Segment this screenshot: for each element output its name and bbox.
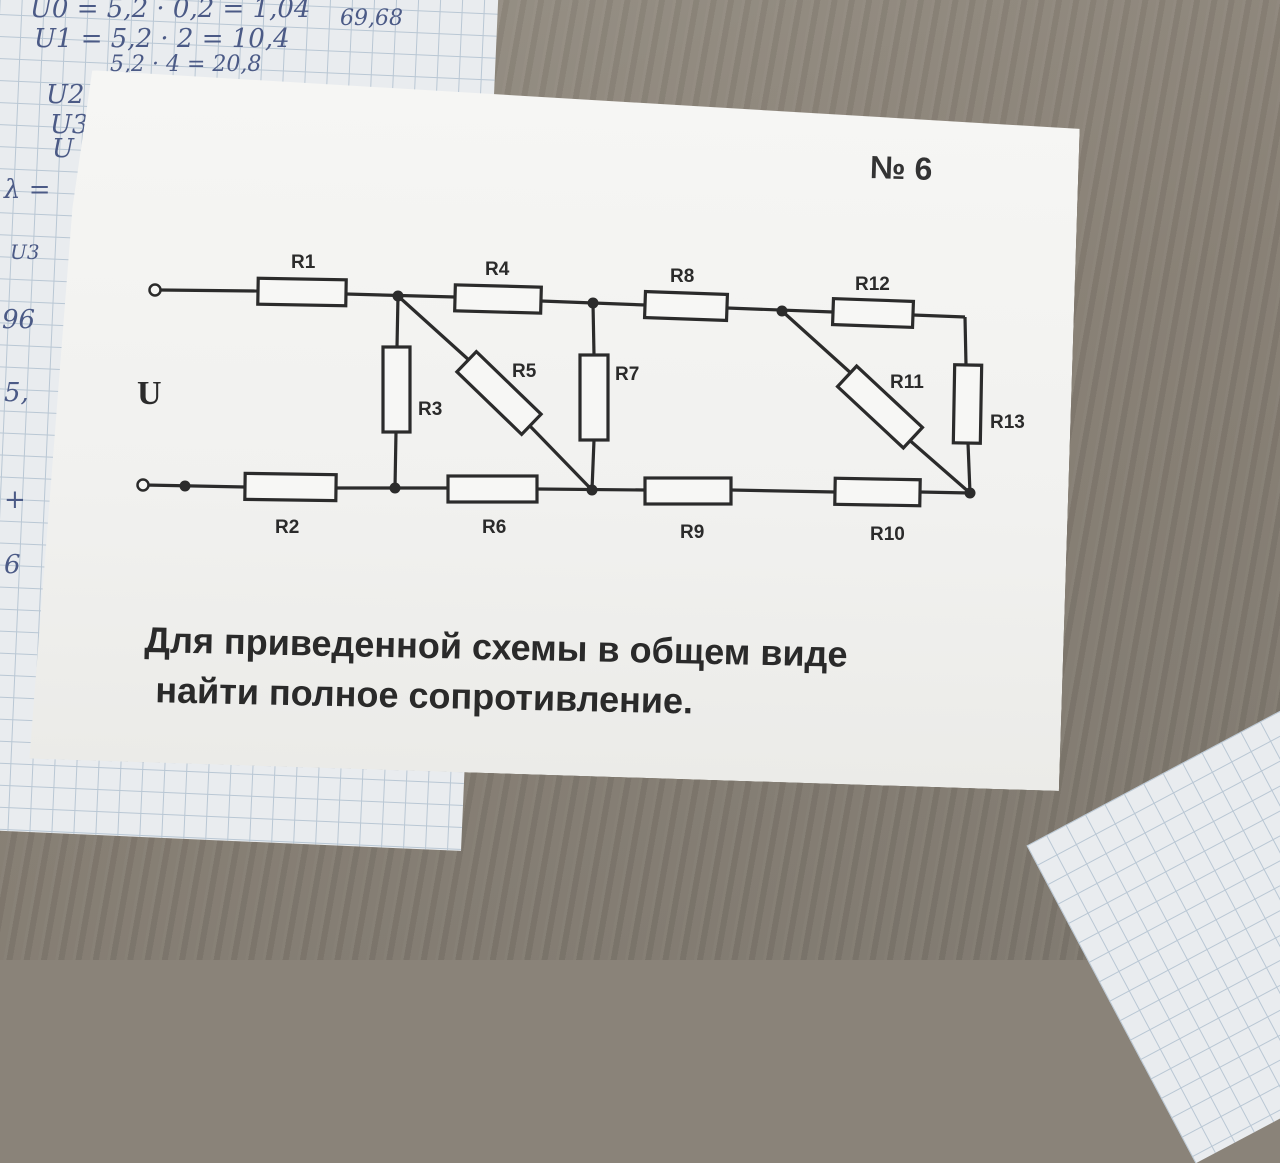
resistor-r9: [643, 476, 733, 506]
label-r6: R6: [482, 517, 506, 538]
label-r3: R3: [418, 399, 442, 420]
node: [179, 480, 191, 492]
note-line: 5,2 · 4 = 20,8: [110, 52, 262, 77]
node: [586, 484, 598, 496]
note-line: 5,: [4, 378, 29, 408]
resistor-r10: [833, 476, 922, 508]
circuit-diagram: U R1 R2 R3 R4 R5 R6 R7 R8 R9 R10 R11 R12…: [136, 252, 1025, 545]
note-line: 69,68: [340, 6, 403, 31]
wire: [591, 302, 596, 356]
node: [389, 482, 401, 494]
wire: [144, 483, 246, 489]
label-r9: R9: [680, 522, 704, 543]
note-line: U: [52, 134, 74, 164]
label-r8: R8: [670, 266, 694, 287]
resistor-r2: [243, 471, 338, 503]
resistor-r13: [951, 363, 984, 445]
handwritten-notes: U0 = 5,2 · 0,2 = 1,04 U1 = 5,2 · 2 = 10,…: [0, 0, 480, 600]
wire: [912, 313, 966, 319]
label-r7: R7: [615, 364, 639, 385]
note-line: U3: [10, 240, 40, 264]
resistor-r6: [446, 474, 539, 504]
terminal-bottom: [136, 478, 150, 492]
wire: [780, 309, 855, 377]
node: [587, 297, 599, 309]
resistor-r11: [835, 363, 925, 451]
label-r10: R10: [870, 524, 905, 545]
label-r11: R11: [890, 372, 924, 393]
task-text: Для приведенной схемы в общем виде найти…: [143, 615, 1045, 734]
label-r13: R13: [990, 412, 1025, 433]
resistor-r5: [454, 349, 544, 437]
resistor-r12: [830, 296, 916, 330]
note-line: U2: [46, 80, 85, 110]
source-label: U: [137, 375, 162, 412]
wire: [396, 294, 472, 363]
label-r2: R2: [275, 517, 299, 538]
node: [776, 305, 788, 317]
wire: [526, 422, 594, 492]
node: [964, 487, 976, 499]
note-line: U1 = 5,2 · 2 = 10,4: [34, 24, 290, 54]
resistor-r3: [381, 345, 412, 434]
wire: [730, 488, 836, 494]
resistor-r8: [642, 289, 730, 323]
terminal-top: [148, 283, 162, 297]
note-line: 96: [2, 305, 36, 335]
label-r4: R4: [485, 259, 510, 280]
resistor-r1: [256, 276, 348, 308]
label-r12: R12: [855, 274, 890, 295]
node: [392, 290, 404, 302]
resistor-r7: [578, 353, 610, 442]
resistor-r4: [453, 283, 543, 315]
wire: [590, 439, 596, 491]
note-line: U0 = 5,2 · 0,2 = 1,04: [30, 0, 311, 24]
wire: [966, 442, 972, 494]
wire: [159, 288, 259, 293]
label-r5: R5: [512, 361, 537, 382]
wire: [919, 490, 971, 495]
note-line: λ =: [4, 175, 51, 205]
wire: [395, 295, 400, 348]
note-line: U3: [50, 110, 89, 140]
wire: [905, 436, 972, 495]
note-line: +: [4, 485, 26, 515]
note-line: 6: [4, 550, 21, 580]
wire: [963, 316, 968, 366]
label-r1: R1: [291, 252, 316, 273]
wire: [393, 431, 398, 489]
